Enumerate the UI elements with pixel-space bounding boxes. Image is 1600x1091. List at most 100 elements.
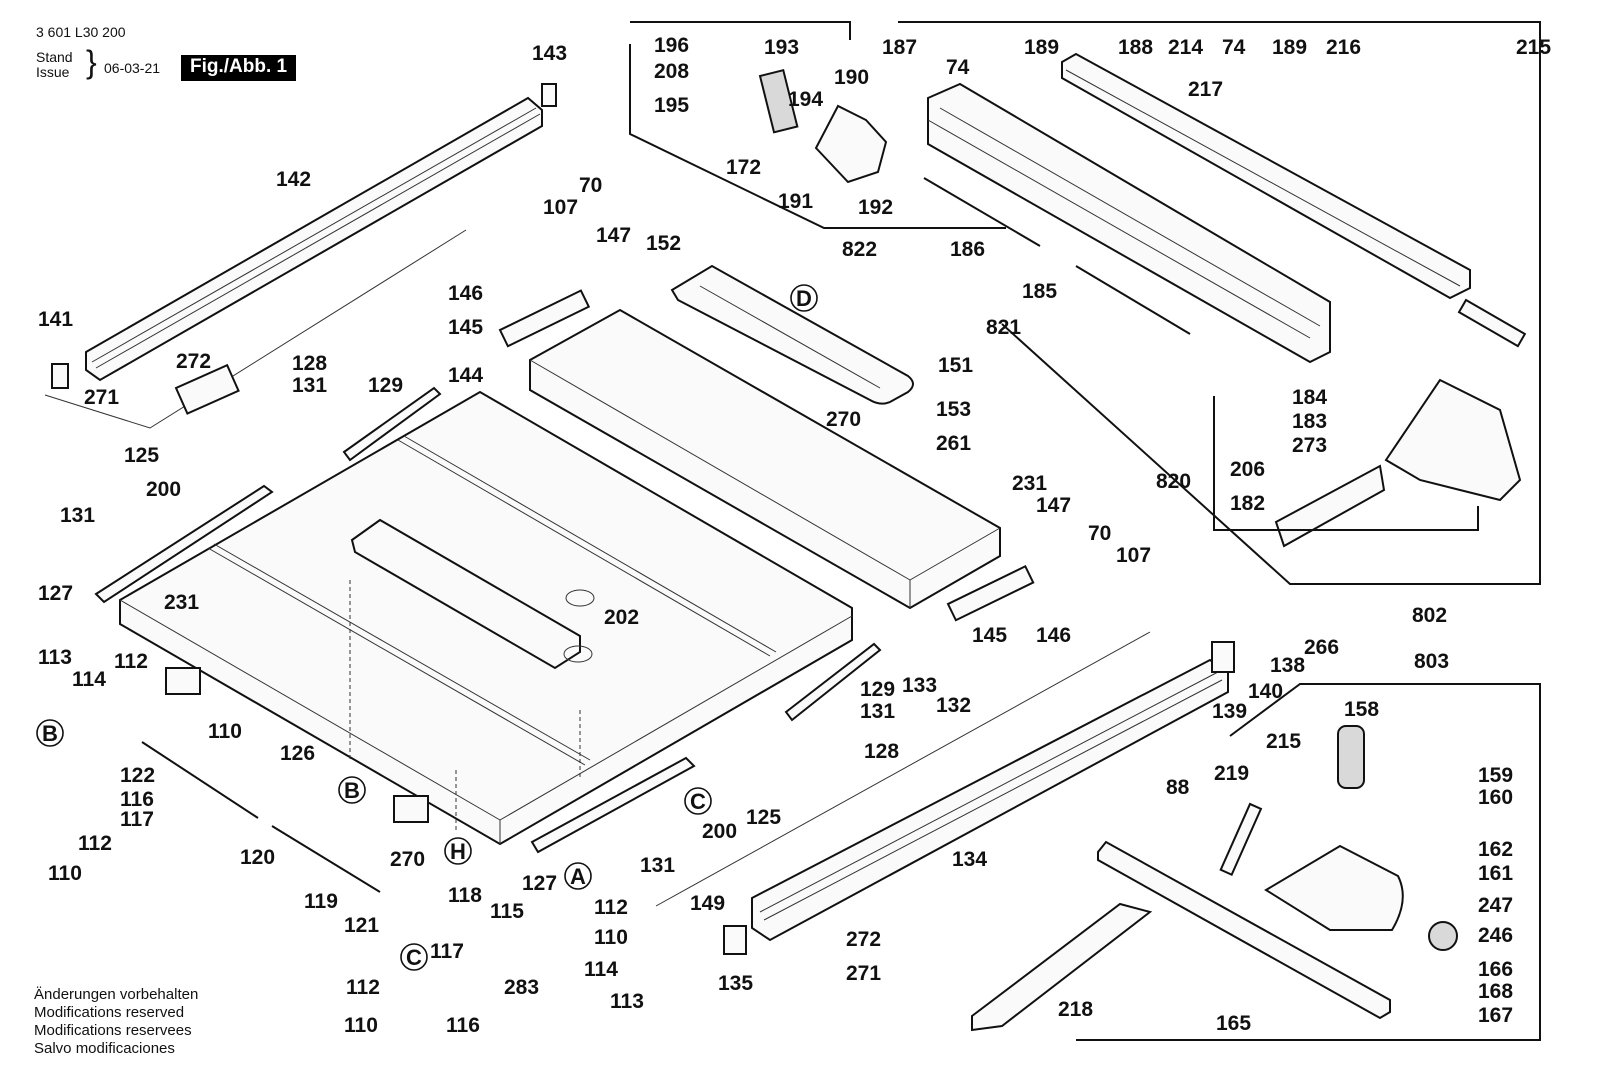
part-label-821: 821 bbox=[986, 316, 1021, 339]
part-label-110b: 110 bbox=[48, 862, 82, 885]
part-label-151: 151 bbox=[938, 354, 973, 377]
reference-marker-C2: C bbox=[400, 943, 428, 971]
part-label-822: 822 bbox=[842, 238, 877, 261]
part-label-186: 186 bbox=[950, 238, 985, 261]
marker-letter: A bbox=[570, 864, 586, 889]
part-label-261: 261 bbox=[936, 432, 971, 455]
part-label-125a: 125 bbox=[124, 444, 159, 467]
part-label-107a: 107 bbox=[543, 196, 578, 219]
marker-circle bbox=[564, 862, 592, 890]
part-label-132: 132 bbox=[936, 694, 971, 717]
brace-glyph: } bbox=[86, 44, 97, 80]
part-129-rail-left bbox=[342, 386, 442, 462]
part-label-214: 214 bbox=[1168, 36, 1203, 59]
part-label-145a: 145 bbox=[448, 316, 483, 339]
part-label-145b: 145 bbox=[972, 624, 1007, 647]
part-label-193: 193 bbox=[764, 36, 799, 59]
part-label-126: 126 bbox=[280, 742, 315, 765]
part-label-271b: 271 bbox=[846, 962, 881, 985]
part-label-110c: 110 bbox=[594, 926, 628, 949]
marker-letter: C bbox=[406, 945, 422, 970]
part-214-fence-rail bbox=[1061, 52, 1471, 300]
part-label-118: 118 bbox=[448, 884, 482, 907]
part-label-139: 139 bbox=[1212, 700, 1247, 723]
issue-date: 06-03-21 bbox=[104, 60, 161, 76]
part-231-label bbox=[165, 667, 201, 695]
part-label-215b: 215 bbox=[1266, 730, 1301, 753]
part-label-189b: 189 bbox=[1272, 36, 1307, 59]
part-label-74a: 74 bbox=[946, 56, 970, 79]
part-label-208: 208 bbox=[654, 60, 689, 83]
part-label-119: 119 bbox=[304, 890, 338, 913]
part-label-231b: 231 bbox=[1012, 472, 1047, 495]
part-label-110a: 110 bbox=[208, 720, 242, 743]
marker-letter: B bbox=[42, 721, 58, 746]
footer-line-es: Salvo modificaciones bbox=[34, 1040, 175, 1057]
part-label-131b: 131 bbox=[60, 504, 95, 527]
part-label-147b: 147 bbox=[1036, 494, 1071, 517]
part-120-rod bbox=[141, 741, 259, 819]
part-label-185: 185 bbox=[1022, 280, 1057, 303]
part-label-165: 165 bbox=[1216, 1012, 1251, 1035]
part-label-117b: 117 bbox=[430, 940, 464, 963]
part-label-167: 167 bbox=[1478, 1004, 1513, 1027]
part-label-129a: 129 bbox=[368, 374, 403, 397]
part-label-114a: 114 bbox=[72, 668, 106, 691]
marker-circle bbox=[684, 787, 712, 815]
part-label-112b: 112 bbox=[78, 832, 112, 855]
part-label-192: 192 bbox=[858, 196, 893, 219]
part-160-mitre-body bbox=[1264, 844, 1404, 931]
part-label-206: 206 bbox=[1230, 458, 1265, 481]
part-label-152: 152 bbox=[646, 232, 681, 255]
part-246-knob bbox=[1428, 921, 1458, 951]
reference-marker-H: H bbox=[444, 837, 472, 865]
part-label-146b: 146 bbox=[1036, 624, 1071, 647]
part-139-endcap bbox=[1211, 641, 1235, 673]
reference-marker-B1: B bbox=[36, 719, 64, 747]
part-label-115: 115 bbox=[490, 900, 524, 923]
part-142-rail bbox=[85, 96, 543, 382]
part-label-110d: 110 bbox=[344, 1014, 378, 1037]
footer-line-fr: Modifications reservees bbox=[34, 1022, 192, 1039]
part-label-74b: 74 bbox=[1222, 36, 1246, 59]
part-127-rail-front bbox=[530, 756, 696, 854]
part-143-endcap bbox=[541, 83, 557, 107]
part-label-70a: 70 bbox=[579, 174, 602, 197]
part-label-144: 144 bbox=[448, 364, 483, 387]
part-label-88: 88 bbox=[1166, 776, 1190, 799]
part-215-scale-bar bbox=[1457, 298, 1527, 348]
stand-issue-label: Stand Issue bbox=[36, 50, 73, 80]
part-label-219: 219 bbox=[1214, 762, 1249, 785]
part-802-bracket bbox=[1384, 378, 1522, 502]
part-label-114b: 114 bbox=[584, 958, 618, 981]
part-144-extension bbox=[529, 308, 1001, 610]
part-127-rail-left bbox=[94, 484, 274, 604]
part-label-270b: 270 bbox=[390, 848, 425, 871]
part-label-200a: 200 bbox=[146, 478, 181, 501]
part-label-117a: 117 bbox=[120, 808, 154, 831]
marker-circle bbox=[400, 943, 428, 971]
part-label-187: 187 bbox=[882, 36, 917, 59]
reference-marker-D: D bbox=[790, 284, 818, 312]
part-label-158: 158 bbox=[1344, 698, 1379, 721]
marker-circle bbox=[36, 719, 64, 747]
part-151-insert bbox=[670, 264, 914, 405]
part-label-283: 283 bbox=[504, 976, 539, 999]
part-label-113a: 113 bbox=[38, 646, 72, 669]
part-label-272a: 272 bbox=[176, 350, 211, 373]
part-label-217: 217 bbox=[1188, 78, 1223, 101]
part-label-116a: 116 bbox=[120, 788, 154, 811]
footer-line-de: Änderungen vorbehalten bbox=[34, 986, 199, 1003]
part-label-143: 143 bbox=[532, 42, 567, 65]
part-145b-plate bbox=[946, 564, 1035, 622]
part-label-802: 802 bbox=[1412, 604, 1447, 627]
part-193-lever bbox=[758, 68, 799, 134]
footer-line-en: Modifications reserved bbox=[34, 1004, 185, 1021]
part-label-112d: 112 bbox=[346, 976, 380, 999]
parts-artwork bbox=[44, 21, 1541, 1041]
part-label-122: 122 bbox=[120, 764, 155, 787]
part-label-113b: 113 bbox=[610, 990, 644, 1013]
part-label-168: 168 bbox=[1478, 980, 1513, 1003]
